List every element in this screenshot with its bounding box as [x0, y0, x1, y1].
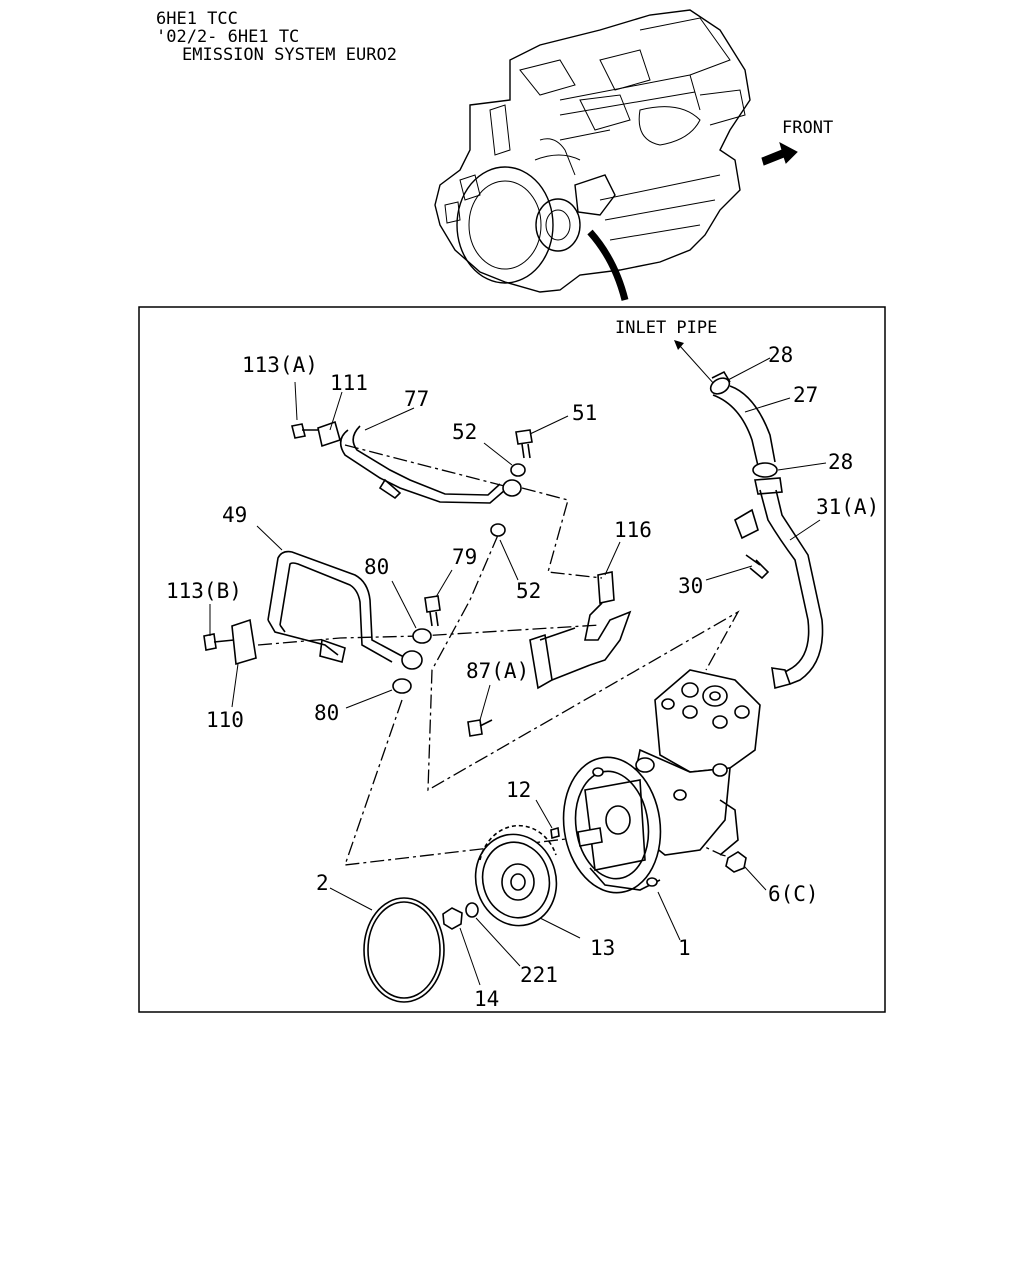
- header-emission: EMISSION SYSTEM EURO2: [182, 45, 397, 65]
- callout-12: 12: [506, 778, 531, 802]
- header-date-model: '02/2- 6HE1 TC: [156, 27, 299, 47]
- nut-6c: [725, 851, 747, 873]
- diagram-header: 6HE1 TCC '02/2- 6HE1 TC EMISSION SYSTEM …: [156, 9, 397, 65]
- front-direction-indicator: FRONT: [761, 118, 833, 166]
- gear-13: [474, 824, 558, 927]
- callout-52-upper: 52: [452, 420, 477, 444]
- callout-49: 49: [222, 503, 247, 527]
- callout-51: 51: [572, 401, 597, 425]
- callout-2: 2: [316, 871, 329, 895]
- front-arrow-icon: [761, 142, 798, 166]
- washer-80-upper: [412, 628, 432, 644]
- callout-31a: 31(A): [816, 495, 879, 519]
- hose-27: [712, 385, 776, 467]
- callout-110: 110: [206, 708, 244, 732]
- callout-30: 30: [678, 574, 703, 598]
- bolt-51: [515, 429, 533, 459]
- callout-28-lower: 28: [828, 450, 853, 474]
- callout-labels: 28 27 28 31(A) 30 113(A) 111 77 52 51 49…: [166, 343, 879, 1011]
- bolt-87a: [467, 719, 493, 737]
- o-ring-2: [363, 897, 445, 1003]
- header-model: 6HE1 TCC: [156, 9, 238, 29]
- callout-27: 27: [793, 383, 818, 407]
- clamp-28-upper: [709, 370, 731, 395]
- callout-113a: 113(A): [242, 353, 318, 377]
- inlet-pipe-arrow: [679, 345, 716, 386]
- callout-113b: 113(B): [166, 579, 242, 603]
- callout-111: 111: [330, 371, 368, 395]
- callout-13: 13: [590, 936, 615, 960]
- nut-14: [442, 907, 463, 930]
- inlet-pipe-label: INLET PIPE: [615, 318, 717, 338]
- key-12: [550, 826, 560, 840]
- leader-lines: [209, 357, 827, 986]
- air-compressor-1: [562, 669, 761, 894]
- callout-79: 79: [452, 545, 477, 569]
- pipe-49: [267, 550, 423, 670]
- callout-14: 14: [474, 987, 499, 1011]
- clamp-28-lower: [752, 462, 778, 478]
- washer-52-upper: [510, 463, 526, 477]
- clip-110: [231, 618, 257, 666]
- callout-221: 221: [520, 963, 558, 987]
- pipe-31a: [759, 489, 824, 685]
- clip-111: [317, 420, 341, 448]
- callout-80-lower: 80: [314, 701, 339, 725]
- washer-221: [465, 902, 479, 918]
- callout-87a: 87(A): [466, 659, 529, 683]
- washer-80-lower: [392, 678, 412, 694]
- callout-1: 1: [678, 936, 691, 960]
- engine-overview-illustration: [434, 9, 751, 301]
- callout-80-upper: 80: [364, 555, 389, 579]
- washer-52-lower: [490, 523, 506, 537]
- bolt-79: [424, 595, 441, 627]
- callout-28-upper: 28: [768, 343, 793, 367]
- callout-116: 116: [614, 518, 652, 542]
- detail-frame: [138, 306, 886, 1013]
- front-label: FRONT: [782, 118, 833, 138]
- bolt-113b: [203, 633, 235, 651]
- pipe-77: [339, 425, 522, 504]
- callout-6c: 6(C): [768, 882, 819, 906]
- callout-77: 77: [404, 387, 429, 411]
- callout-52-lower: 52: [516, 579, 541, 603]
- bolt-113a: [291, 423, 320, 439]
- bracket-116: [529, 571, 632, 690]
